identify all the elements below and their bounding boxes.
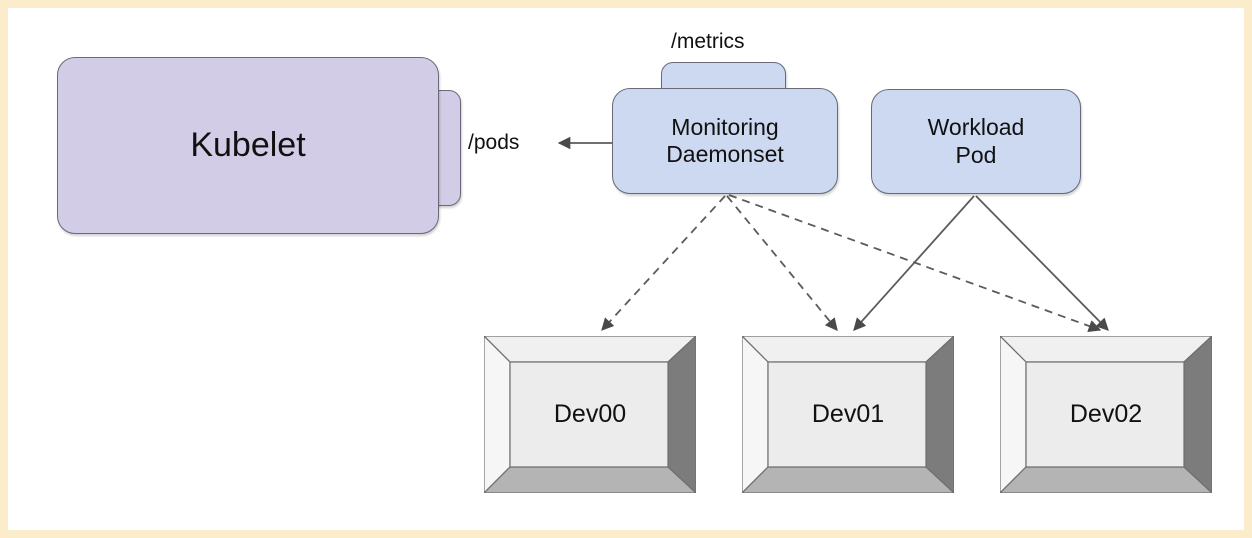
node-kubelet[interactable]: Kubelet [57,57,439,234]
edge-workload-to-dev02 [975,195,1109,331]
node-workload-line1: Workload [927,114,1025,141]
edge-label-metrics: /metrics [671,30,745,53]
node-monitoring-line2: Daemonset [666,141,784,167]
edge-monitoring-to-dev01 [726,195,838,331]
edge-label-pods: /pods [468,131,520,154]
device-3d-box-icon [1000,336,1212,493]
node-device-dev02[interactable]: Dev02 [1000,336,1212,493]
node-workload-pod-label: Workload Pod [928,114,1025,168]
node-device-dev01[interactable]: Dev01 [742,336,954,493]
device-3d-box-icon [484,336,696,493]
node-workload-pod[interactable]: Workload Pod [871,89,1081,194]
node-monitoring-daemonset[interactable]: Monitoring Daemonset [612,88,838,194]
device-3d-box-icon [742,336,954,493]
edge-monitoring-to-dev00 [601,195,726,331]
node-device-dev00-label: Dev00 [553,400,627,428]
node-workload-line2: Pod [955,141,997,168]
node-device-dev01-label: Dev01 [811,400,885,428]
node-device-dev00[interactable]: Dev00 [484,336,696,493]
edge-workload-to-dev01 [853,195,975,331]
node-kubelet-label: Kubelet [190,126,306,165]
node-monitoring-daemonset-label: Monitoring Daemonset [666,114,784,168]
node-device-dev02-label: Dev02 [1069,400,1143,428]
node-monitoring-line1: Monitoring [671,113,779,140]
